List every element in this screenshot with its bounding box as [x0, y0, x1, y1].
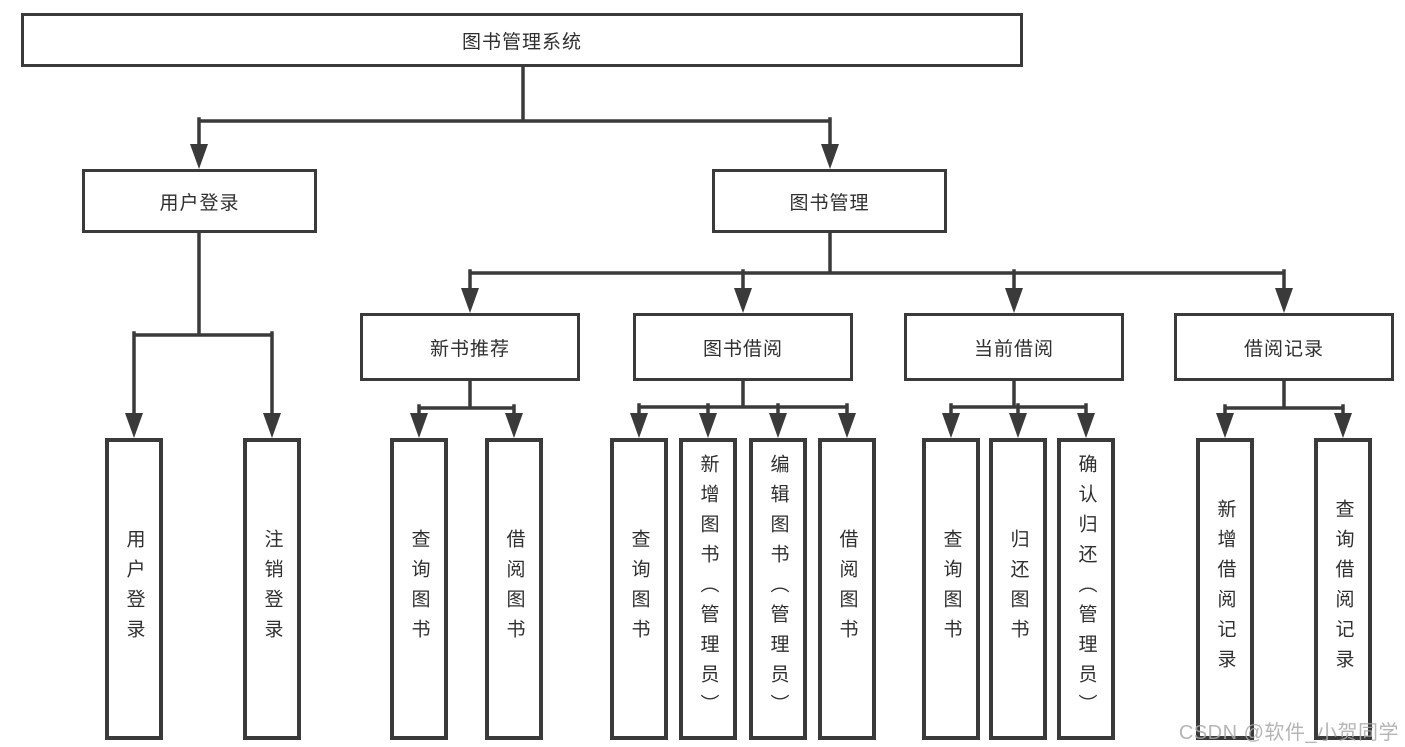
node-root: 图书管理系统	[21, 13, 1023, 67]
leaf-logout: 注销登录	[243, 438, 301, 740]
leaf-borrow-books-recommend: 借阅图书	[485, 438, 543, 740]
watermark: CSDN @软件_小贺同学	[1178, 722, 1399, 744]
leaf-edit-book-admin: 编辑图书（管理员）	[749, 438, 807, 740]
leaf-user-login: 用户登录	[105, 438, 163, 740]
leaf-query-books-recommend: 查询图书	[390, 438, 448, 740]
node-book-lending: 图书借阅	[633, 313, 853, 381]
node-lending-records: 借阅记录	[1174, 313, 1394, 381]
node-current-lending: 当前借阅	[904, 313, 1124, 381]
leaf-query-books-lending: 查询图书	[610, 438, 668, 740]
node-new-book-recommend: 新书推荐	[360, 313, 580, 381]
leaf-add-lending-record: 新增借阅记录	[1196, 438, 1254, 740]
leaf-query-lending-record: 查询借阅记录	[1314, 438, 1372, 740]
leaf-return-books: 归还图书	[989, 438, 1047, 740]
node-user-login: 用户登录	[82, 169, 317, 233]
leaf-query-books-current: 查询图书	[922, 438, 980, 740]
leaf-confirm-return-admin: 确认归还（管理员）	[1057, 438, 1115, 740]
leaf-add-book-admin: 新增图书（管理员）	[679, 438, 737, 740]
node-book-management: 图书管理	[712, 169, 947, 233]
leaf-borrow-books-lending: 借阅图书	[818, 438, 876, 740]
